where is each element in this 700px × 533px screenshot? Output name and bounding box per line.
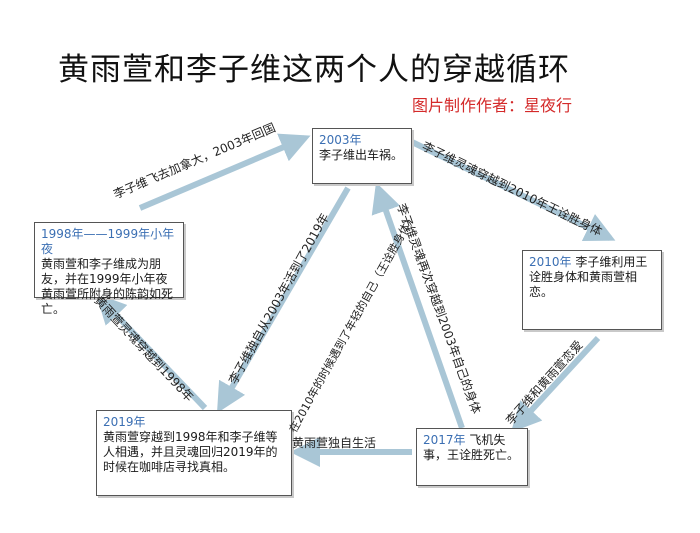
node-2010: 2010年 李子维利用王诠胜身体和黄雨萱相恋。 (522, 250, 662, 330)
node-2003-year: 2003年 (319, 133, 362, 147)
author-credit: 图片制作作者：星夜行 (412, 96, 573, 115)
node-2019-year: 2019年 (103, 415, 146, 429)
node-2019: 2019年 黄雨萱穿越到1998年和李子维等人相遇，并且灵魂回归2019年的时候… (96, 410, 292, 496)
node-2010-text: 李子维利用王诠胜身体和黄雨萱相恋。 (529, 255, 648, 299)
node-2003-text: 李子维出车祸。 (319, 148, 404, 162)
diagram-title: 黄雨萱和李子维这两个人的穿越循环 (58, 52, 570, 88)
node-2017-text: 飞机失事，王诠胜死亡。 (423, 433, 520, 462)
edge-label-2017-to-2019: 黄雨萱独自生活 (292, 436, 377, 450)
node-2003: 2003年 李子维出车祸。 (312, 128, 412, 184)
arrow-2019-to-1998 (95, 293, 208, 411)
arrow-2017-to-2003 (371, 182, 465, 429)
node-2017-year: 2017年 (423, 433, 466, 447)
arrow-2003-to-2010 (410, 139, 616, 242)
node-2019-text: 黄雨萱穿越到1998年和李子维等人相遇，并且灵魂回归2019年的时候在咖啡店寻找… (103, 430, 278, 474)
node-1998-year: 1998年——1999年小年夜 (41, 227, 175, 256)
arrow-1998-to-2003 (138, 133, 311, 211)
node-1998-text: 黄雨萱和李子维成为朋友，并在1999年小年夜黄雨萱所附身的陈韵如死亡。 (41, 257, 174, 316)
node-1998: 1998年——1999年小年夜 黄雨萱和李子维成为朋友，并在1999年小年夜黄雨… (34, 222, 184, 316)
arrow-2010-to-2017 (510, 335, 601, 433)
arrow-2003-to-2019 (216, 186, 351, 414)
node-2010-year: 2010年 (529, 255, 572, 269)
node-2017: 2017年 飞机失事，王诠胜死亡。 (416, 428, 528, 486)
